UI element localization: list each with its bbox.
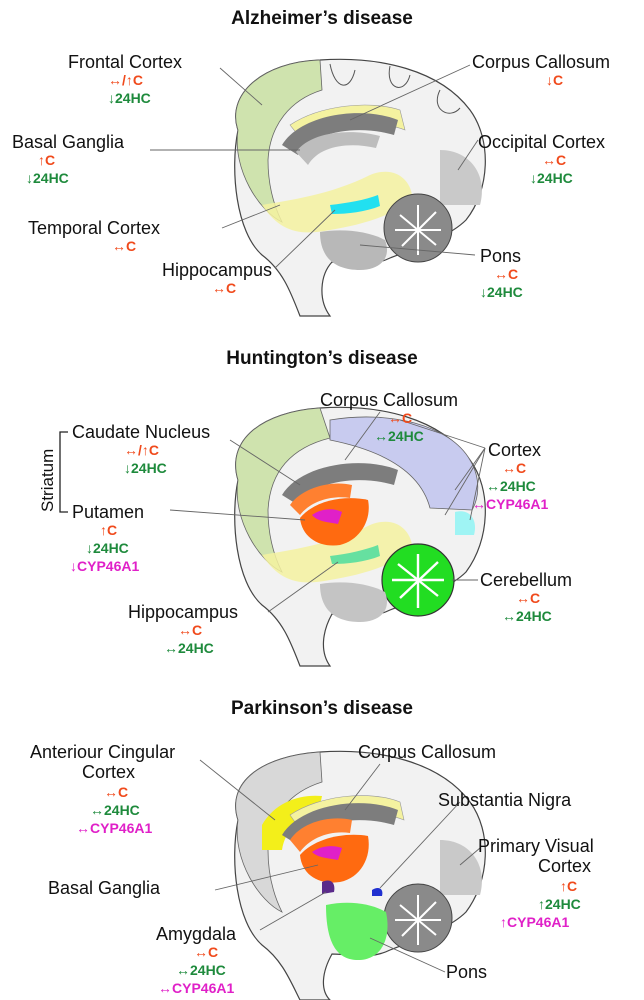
label-cortex: Cortex: [488, 440, 541, 460]
corpus-24hc-change: ↔24HC: [374, 428, 424, 445]
label-anterior-cingular-line2: Cortex: [82, 762, 135, 782]
basal-cholesterol-change: ↑C: [38, 152, 55, 169]
visual-24hc-change: ↑24HC: [538, 896, 581, 913]
hippocampus-cholesterol-change: ↔C: [212, 280, 236, 297]
anterior-cholesterol-change: ↔C: [104, 784, 128, 801]
label-hippocampus: Hippocampus: [162, 260, 272, 280]
corpus-cholesterol-change: ↓C: [546, 72, 563, 89]
label-corpus-callosum: Corpus Callosum: [472, 52, 610, 72]
label-cerebellum: Cerebellum: [480, 570, 572, 590]
striatum-bracket: [60, 432, 68, 512]
label-basal-ganglia: Basal Ganglia: [12, 132, 124, 152]
temporal-cholesterol-change: ↔C: [112, 238, 136, 255]
label-striatum: Striatum: [38, 449, 58, 512]
cortex-24hc-change: ↔24HC: [486, 478, 536, 495]
caudate-cholesterol-change: ↔/↑C: [124, 442, 159, 459]
putamen-cyp46a1-change: ↓CYP46A1: [70, 558, 139, 575]
frontal-cholesterol-change: ↔/↑C: [108, 72, 143, 89]
corpus-cholesterol-change: ↔C: [388, 410, 412, 427]
amygdala-region: [322, 880, 334, 894]
amygdala-cyp46a1-change: ↔CYP46A1: [158, 980, 234, 997]
visual-cyp46a1-change: ↑CYP46A1: [500, 914, 569, 931]
label-pons: Pons: [480, 246, 521, 266]
cerebellum-24hc-change: ↔24HC: [502, 608, 552, 625]
label-primary-visual-line2: Cortex: [538, 856, 591, 876]
parkinsons-panel: Parkinson’s disease Anteriour Cingular C…: [0, 690, 644, 1000]
label-temporal-cortex: Temporal Cortex: [28, 218, 160, 238]
label-corpus-callosum: Corpus Callosum: [320, 390, 458, 410]
alzheimers-panel: Alzheimer’s disease: [0, 0, 644, 320]
cortex-cyp46a1-change: ↔CYP46A1: [472, 496, 548, 513]
anterior-24hc-change: ↔24HC: [90, 802, 140, 819]
huntingtons-panel: Huntington’s disease Striatum Caudate N: [0, 340, 644, 670]
putamen-cholesterol-change: ↑C: [100, 522, 117, 539]
cortex-cholesterol-change: ↔C: [502, 460, 526, 477]
label-hippocampus: Hippocampus: [128, 602, 238, 622]
occipital-cholesterol-change: ↔C: [542, 152, 566, 169]
frontal-24hc-change: ↓24HC: [108, 90, 151, 107]
caudate-24hc-change: ↓24HC: [124, 460, 167, 477]
basal-24hc-change: ↓24HC: [26, 170, 69, 187]
cerebellum-cholesterol-change: ↔C: [516, 590, 540, 607]
label-pons: Pons: [446, 962, 487, 982]
label-substantia-nigra: Substantia Nigra: [438, 790, 571, 810]
putamen-24hc-change: ↓24HC: [86, 540, 129, 557]
label-anterior-cingular-line1: Anteriour Cingular: [30, 742, 175, 762]
hippocampus-24hc-change: ↔24HC: [164, 640, 214, 657]
pons-cholesterol-change: ↔C: [494, 266, 518, 283]
pons-24hc-change: ↓24HC: [480, 284, 523, 301]
amygdala-cholesterol-change: ↔C: [194, 944, 218, 961]
label-primary-visual-line1: Primary Visual: [478, 836, 594, 856]
amygdala-24hc-change: ↔24HC: [176, 962, 226, 979]
occipital-24hc-change: ↓24HC: [530, 170, 573, 187]
label-caudate-nucleus: Caudate Nucleus: [72, 422, 210, 442]
label-putamen: Putamen: [72, 502, 144, 522]
label-basal-ganglia: Basal Ganglia: [48, 878, 160, 898]
label-occipital-cortex: Occipital Cortex: [478, 132, 605, 152]
anterior-cyp46a1-change: ↔CYP46A1: [76, 820, 152, 837]
hippocampus-cholesterol-change: ↔C: [178, 622, 202, 639]
visual-cholesterol-change: ↑C: [560, 878, 577, 895]
substantia-nigra-region: [372, 888, 382, 896]
label-frontal-cortex: Frontal Cortex: [68, 52, 182, 72]
label-amygdala: Amygdala: [156, 924, 236, 944]
label-corpus-callosum: Corpus Callosum: [358, 742, 496, 762]
